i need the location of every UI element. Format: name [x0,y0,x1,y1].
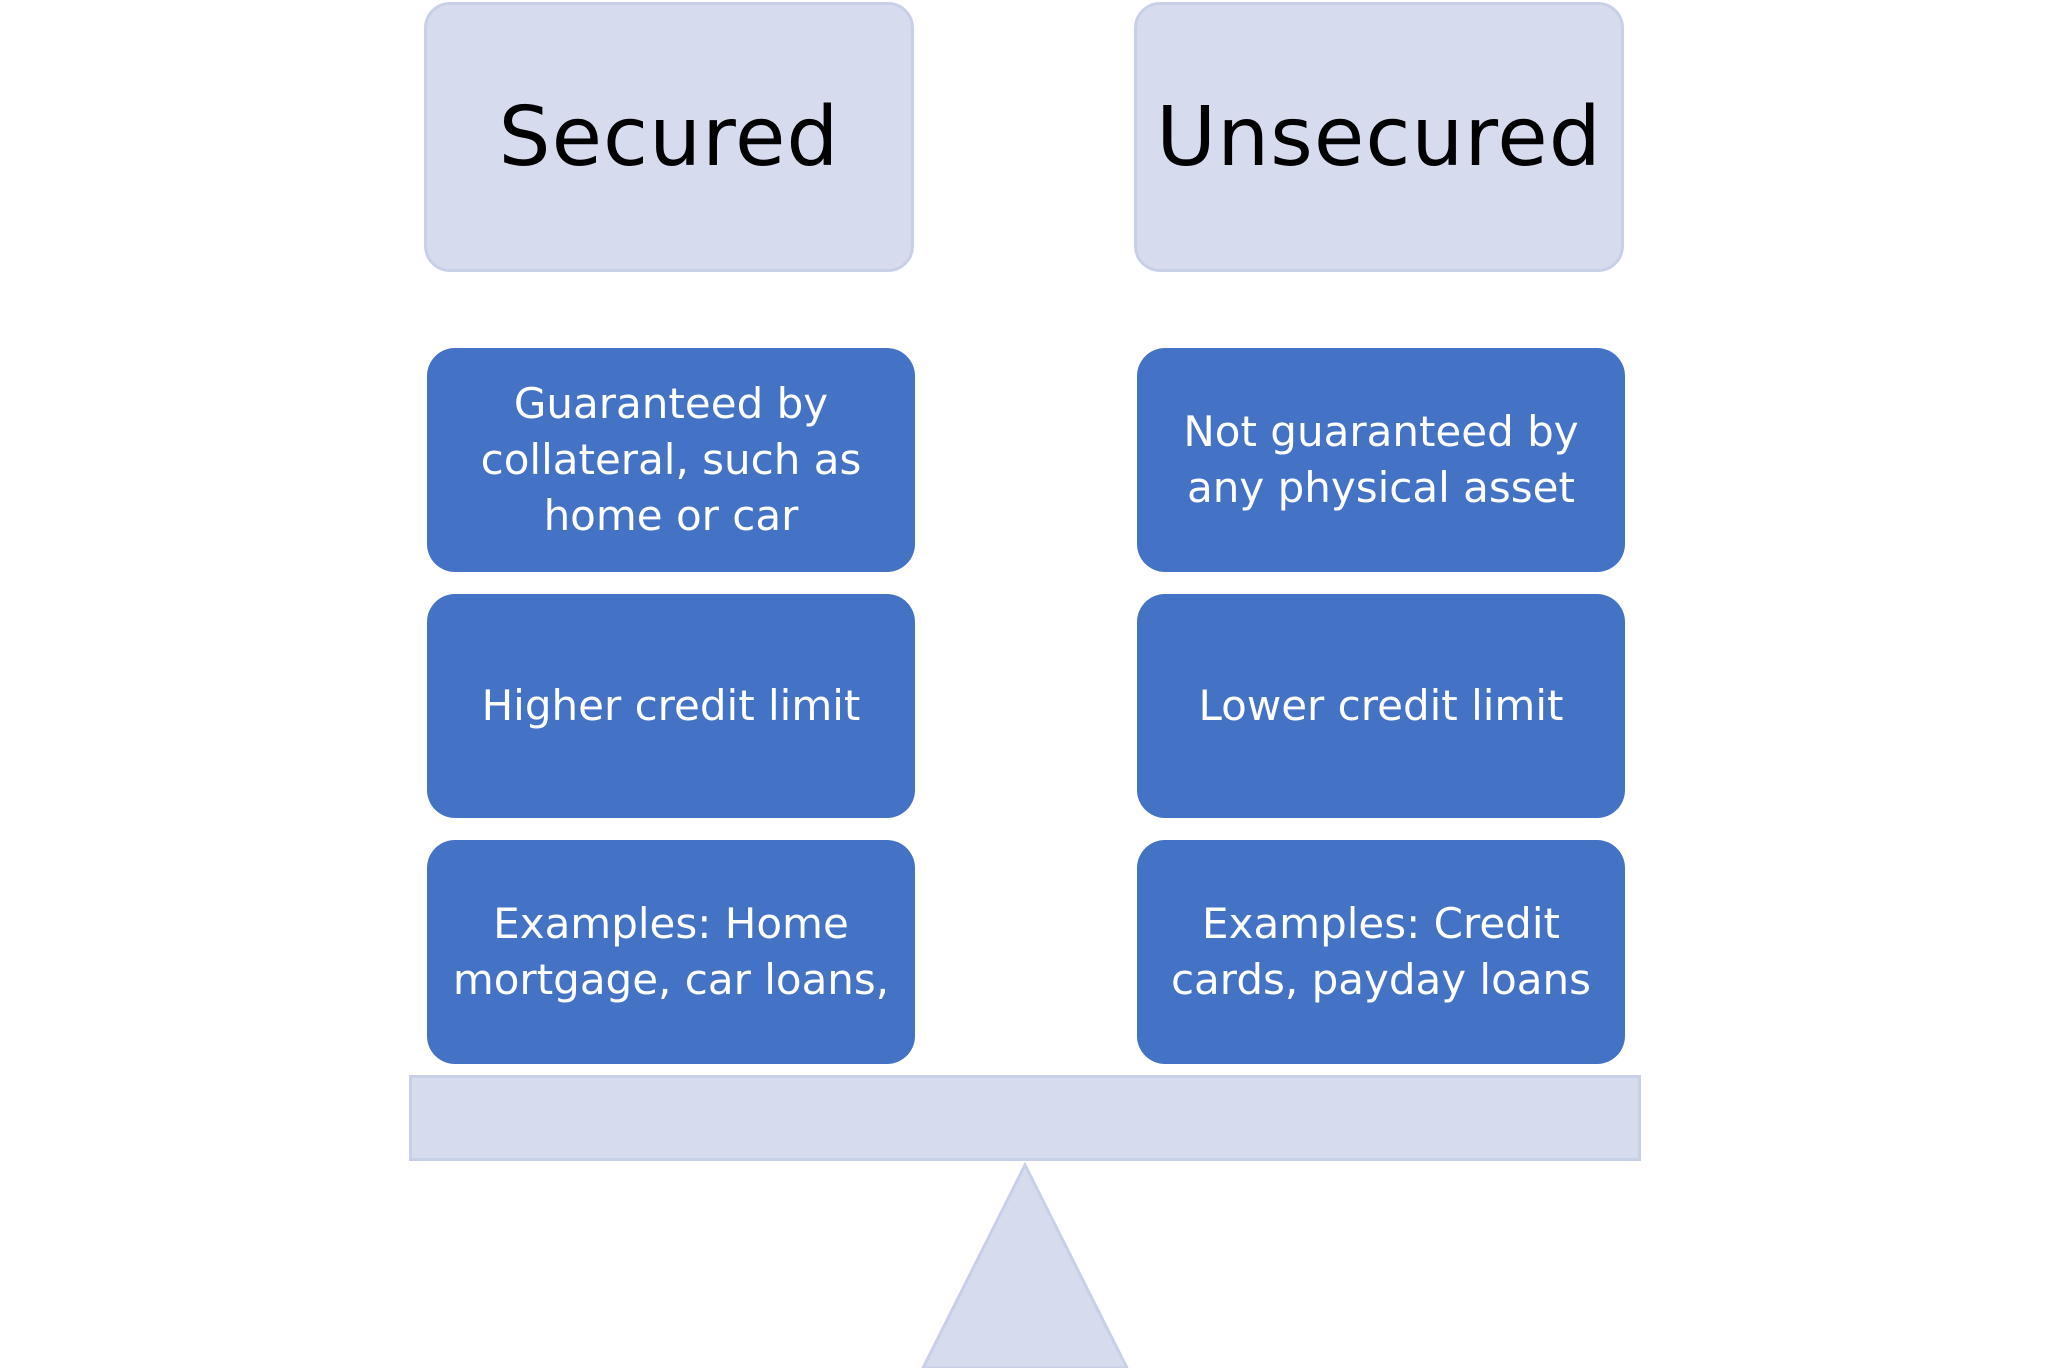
secured-item-examples: Examples: Home mortgage, car loans, [427,840,915,1064]
unsecured-item-examples: Examples: Credit cards, payday loans [1137,840,1625,1064]
secured-item-credit-limit-text: Higher credit limit [481,681,861,730]
unsecured-item-no-asset: Not guaranteed by any physical asset [1137,348,1625,572]
unsecured-header: Unsecured [1134,2,1624,272]
unsecured-item-examples-text: Examples: Credit cards, payday loans [1170,899,1592,1004]
unsecured-title: Unsecured [1156,89,1602,185]
secured-item-collateral: Guaranteed by collateral, such as home o… [427,348,915,572]
secured-title: Secured [498,89,840,185]
unsecured-item-no-asset-text: Not guaranteed by any physical asset [1183,407,1579,512]
secured-item-credit-limit: Higher credit limit [427,594,915,818]
secured-header: Secured [424,2,914,272]
fulcrum-triangle [921,1162,1129,1368]
balance-beam [409,1075,1641,1161]
unsecured-item-credit-limit: Lower credit limit [1137,594,1625,818]
secured-item-collateral-text: Guaranteed by collateral, such as home o… [480,379,862,540]
unsecured-item-credit-limit-text: Lower credit limit [1198,681,1564,730]
secured-item-examples-text: Examples: Home mortgage, car loans, [452,899,890,1004]
